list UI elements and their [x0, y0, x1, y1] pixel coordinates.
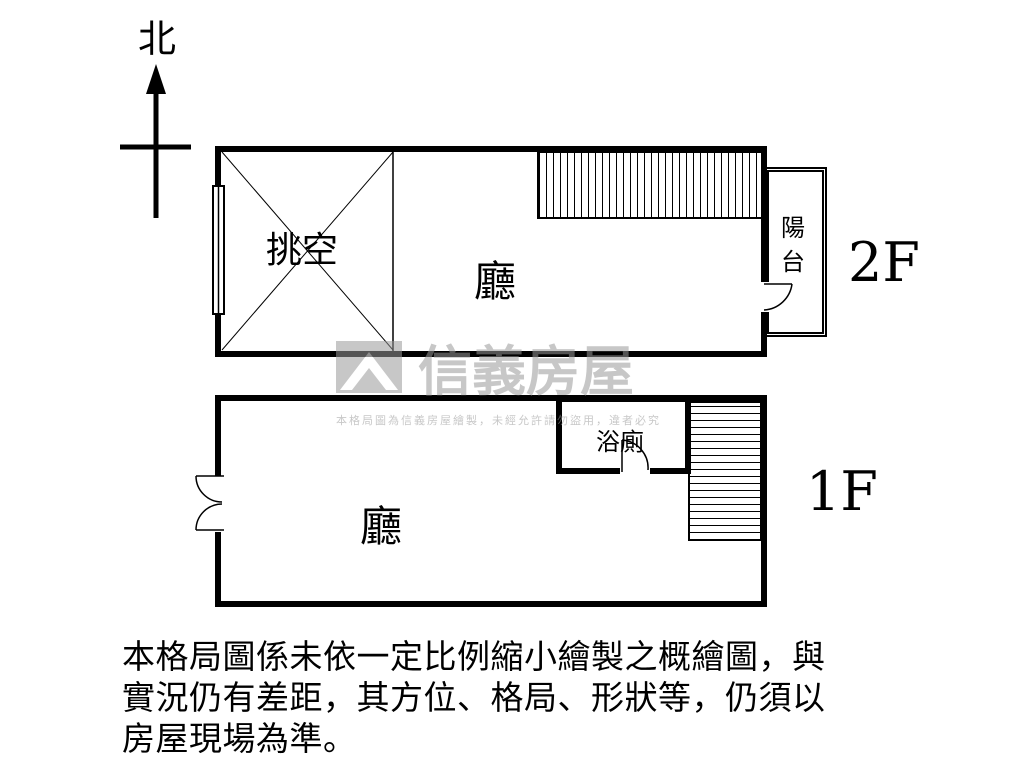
- floor-label-1f: 1F: [806, 460, 878, 523]
- bathroom-door-swing: [621, 439, 649, 471]
- floor-1f: 浴廁 廳 1F: [195, 395, 878, 607]
- bathroom-door-opening: [620, 466, 650, 476]
- disclaimer-line: 本格局圖係未依一定比例縮小繪製之概繪圖，與: [122, 637, 826, 676]
- disclaimer-line: 實況仍有差距，其方位、格局、形狀等，仍須以: [122, 678, 826, 717]
- disclaimer-line: 房屋現場為準。: [122, 719, 357, 758]
- north-arrow-icon: [146, 64, 166, 94]
- room-label-living-2f: 廳: [474, 257, 516, 306]
- room-label-living-1f: 廳: [360, 502, 402, 551]
- floor-2f: 挑空 廳 陽 台 2F: [212, 146, 920, 357]
- watermark-notice: 本格局圖為信義房屋繪製，未經允許請勿盜用，違者必究: [336, 413, 661, 427]
- stairs-1f: [688, 401, 762, 541]
- north-label: 北: [138, 17, 176, 61]
- entrance-door-swing-top: [195, 475, 223, 503]
- balcony-door-swing: [763, 283, 793, 311]
- watermark: 信義房屋 本格局圖為信義房屋繪製，未經允許請勿盜用，違者必究: [336, 340, 661, 427]
- balcony-inner-railing: [767, 170, 824, 334]
- void-cross-line: [221, 151, 394, 351]
- stairs-2f: [537, 151, 763, 219]
- balcony-door-opening: [760, 282, 770, 312]
- brand-logo-icon: [336, 341, 402, 393]
- room-label-void: 挑空: [266, 230, 338, 271]
- room-label-bathroom: 浴廁: [596, 428, 644, 456]
- floor-label-2f: 2F: [848, 231, 920, 294]
- disclaimer: 本格局圖係未依一定比例縮小繪製之概繪圖，與 實況仍有差距，其方位、格局、形狀等，…: [122, 636, 912, 759]
- entrance-door-swing-bottom: [195, 503, 223, 531]
- room-label-balcony-1: 陽: [781, 214, 805, 242]
- watermark-brand: 信義房屋: [418, 340, 634, 403]
- compass: 北: [120, 17, 191, 218]
- room-label-balcony-2: 台: [781, 248, 805, 276]
